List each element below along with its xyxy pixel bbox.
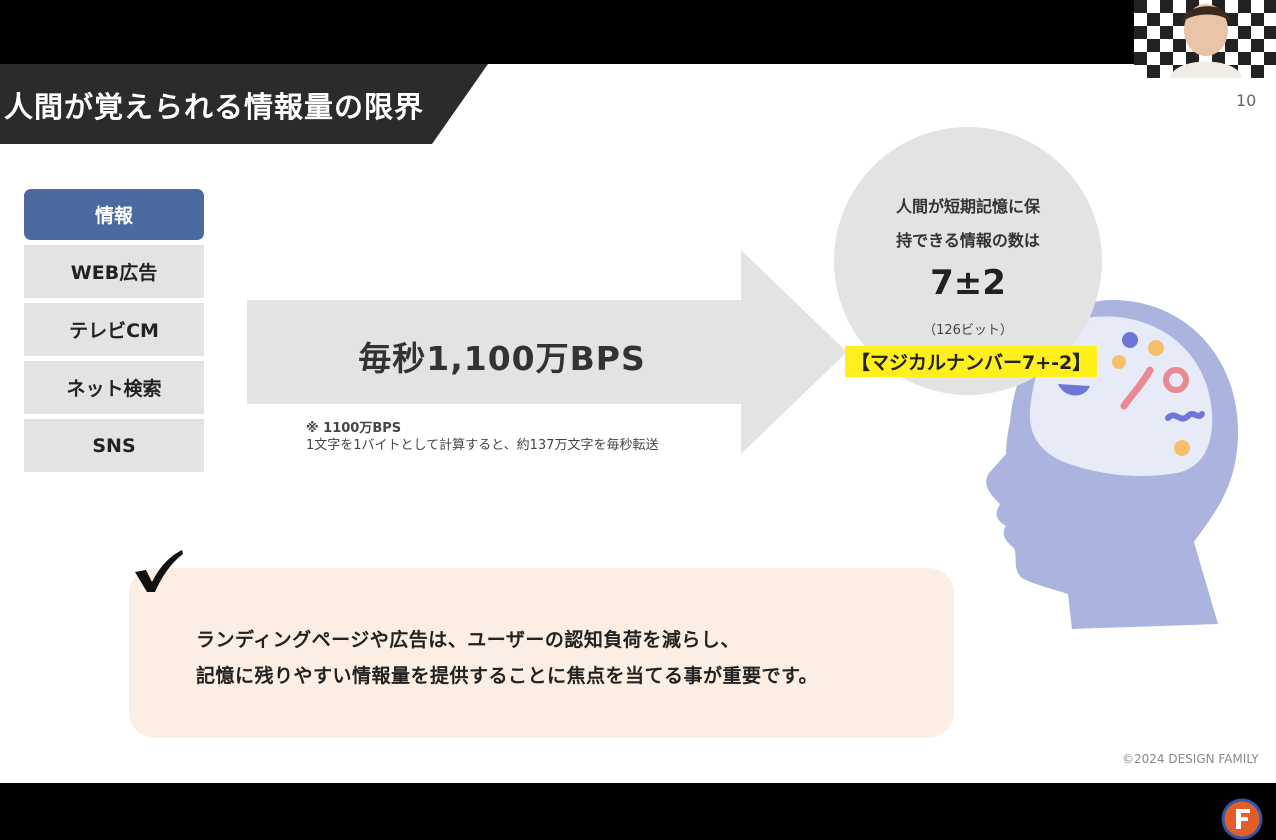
info-source-list: 情報 WEB広告 テレビCM ネット検索 SNS	[24, 189, 204, 477]
source-item-info: 情報	[24, 189, 204, 240]
bps-footnote: ※ 1100万BPS 1文字を1バイトとして計算すると、約137万文字を毎秒転送	[306, 420, 658, 454]
title-band: 人間が覚えられる情報量の限界	[0, 64, 490, 144]
magic-number-badge: 【マジカルナンバー7+-2】	[845, 346, 1098, 377]
bps-label: 毎秒1,100万BPS	[358, 339, 646, 378]
source-item-web-search: ネット検索	[24, 361, 204, 414]
page-number: 10	[1236, 91, 1257, 110]
title-band-shape	[0, 64, 488, 144]
key-point-callout: ランディングページや広告は、ユーザーの認知負荷を減らし、 記憶に残りやすい情報量…	[129, 568, 954, 738]
callout-line1: ランディングページや広告は、ユーザーの認知負荷を減らし、	[196, 629, 740, 651]
bits-note: （126ビット）	[923, 323, 1013, 338]
source-item-tv-cm: テレビCM	[24, 303, 204, 356]
video-top-bar	[0, 0, 1276, 64]
flow-arrow-icon	[247, 250, 847, 454]
footnote-heading: ※ 1100万BPS	[306, 421, 402, 436]
video-bottom-bar	[0, 783, 1276, 840]
presentation-slide: 人間が覚えられる情報量の限界 10 情報 WEB広告 テレビCM ネット検索 S…	[0, 64, 1276, 783]
brand-logo-icon	[1221, 798, 1263, 840]
source-item-sns: SNS	[24, 419, 204, 472]
circle-text-line1: 人間が短期記憶に保	[895, 197, 1040, 216]
presenter-video-feed	[1134, 0, 1276, 78]
callout-line2: 記憶に残りやすい情報量を提供することに焦点を当てる事が重要です。	[196, 665, 819, 687]
presenter-webcam	[1134, 0, 1276, 78]
copyright-text: ©2024 DESIGN FAMILY	[1122, 752, 1259, 766]
check-icon	[135, 550, 183, 592]
source-item-web-ads: WEB広告	[24, 245, 204, 298]
slide-title: 人間が覚えられる情報量の限界	[4, 90, 425, 124]
footnote-text: 1文字を1バイトとして計算すると、約137万文字を毎秒転送	[306, 438, 659, 453]
magic-number: 7±2	[930, 263, 1006, 303]
circle-text-line2: 持できる情報の数は	[896, 231, 1040, 250]
